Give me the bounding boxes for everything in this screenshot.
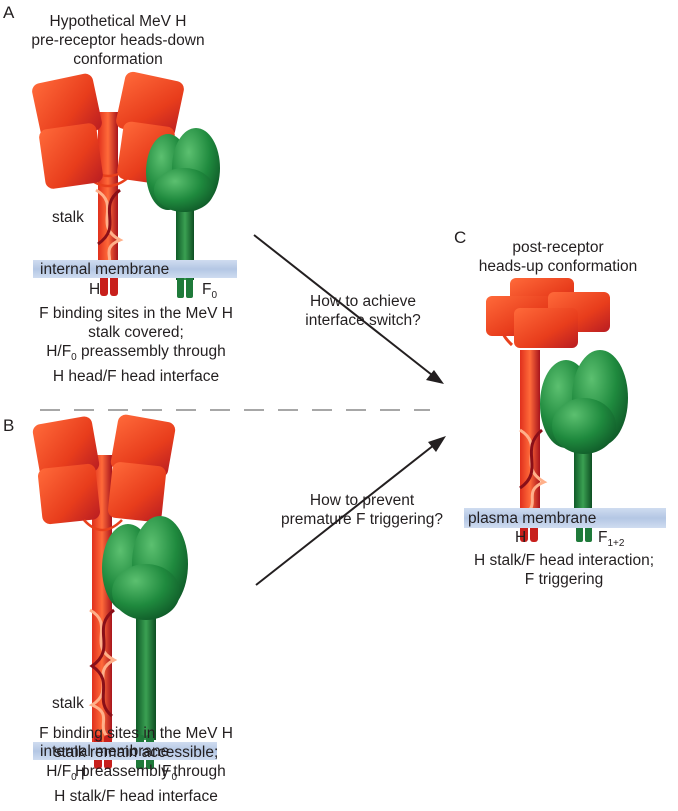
panel-a-caption-line3: H/F0 preassembly through [6, 342, 266, 367]
panel-c-h-label: H [515, 529, 527, 546]
panel-b-f-letter: F [162, 763, 172, 780]
panel-b-h-label: H [75, 763, 87, 780]
panel-c-f-label: F1+2 [598, 528, 624, 553]
panel-b-caption: F binding sites in the MeV H stalk remain… [6, 724, 266, 806]
panel-c-caption-line1: H stalk/F head interaction; [473, 552, 655, 569]
question-interface-switch: How to achieve interface switch? [278, 292, 448, 330]
question-premature-triggering: How to prevent premature F triggering? [270, 491, 454, 529]
question-premature-triggering-line1: How to prevent [309, 492, 415, 509]
panel-a-letter: A [3, 3, 15, 22]
panel-b-f-subscript: 0 [171, 772, 178, 783]
panel-a-title-line1: Hypothetical MeV H [49, 13, 187, 30]
panel-c-letter: C [454, 228, 467, 247]
panel-a-membrane-label: internal membrane [40, 261, 170, 278]
panel-b-f-label: F0 [162, 762, 177, 787]
panel-a-f-letter: F [202, 281, 212, 298]
panel-a-membrane [33, 260, 237, 278]
panel-a-caption-line2: stalk covered; [88, 324, 184, 341]
panel-c-caption: H stalk/F head interaction; F triggering [454, 551, 674, 589]
panel-b-caption-line4: H stalk/F head interface [54, 788, 218, 805]
panel-a-caption-line3-pre: H/F [46, 343, 72, 360]
panel-b-f-protein [102, 516, 188, 769]
panel-a-caption-line3-post: preassembly through [76, 343, 226, 360]
panel-a-title-line3: conformation [73, 51, 163, 68]
question-interface-switch-line1: How to achieve [310, 293, 416, 310]
panel-a-f-protein [146, 128, 220, 298]
panel-a-caption-line3-sub: 0 [71, 352, 77, 363]
panel-c-title-line1: post-receptor [512, 239, 604, 256]
panel-c-f-subscript: 1+2 [607, 538, 625, 549]
panel-b-caption-line3-post: preassembly through [76, 763, 226, 780]
question-premature-triggering-line2: premature F triggering? [281, 511, 443, 528]
panel-a-stalk-label: stalk [52, 209, 84, 226]
panel-b-caption-line3: H/F0 preassembly through [6, 762, 266, 787]
panel-b-caption-line2: stalk remain accessible; [53, 744, 219, 761]
panel-b-stalk-label: stalk [52, 695, 84, 712]
panel-b-h-protein [32, 414, 176, 769]
panel-c-caption-line2: F triggering [524, 571, 604, 588]
panel-c-f-letter: F [598, 529, 608, 546]
question-interface-switch-line2: interface switch? [305, 312, 421, 329]
arrow-premature-triggering [255, 436, 446, 586]
panel-a-caption: F binding sites in the MeV H stalk cover… [6, 304, 266, 386]
panel-a-caption-line1: F binding sites in the MeV H [39, 305, 233, 322]
panel-a-title-line2: pre-receptor heads-down [31, 32, 205, 49]
panel-a-f-subscript: 0 [211, 290, 218, 301]
panel-a-title: Hypothetical MeV H pre-receptor heads-do… [2, 12, 234, 69]
panel-c-h-protein [486, 278, 610, 542]
panel-a-h-label: H [89, 281, 101, 298]
panel-a-h-protein [32, 71, 184, 296]
panel-b-caption-line1: F binding sites in the MeV H [39, 725, 233, 742]
panel-b-caption-line3-pre: H/F [46, 763, 72, 780]
arrow-interface-switch [253, 234, 444, 384]
panel-c-membrane [464, 508, 666, 528]
panel-a-f-label: F0 [202, 280, 217, 305]
panel-a-caption-line4: H head/F head interface [52, 368, 220, 385]
panel-b-membrane-label: internal membrane [40, 743, 170, 760]
panel-c-membrane-label: plasma membrane [468, 510, 597, 527]
panel-c-title: post-receptor heads-up conformation [450, 238, 666, 276]
panel-c-title-line2: heads-up conformation [478, 258, 638, 275]
panel-b-membrane [33, 742, 217, 760]
panel-b-letter: B [3, 416, 15, 435]
panel-b-caption-line3-sub: 0 [71, 772, 77, 783]
